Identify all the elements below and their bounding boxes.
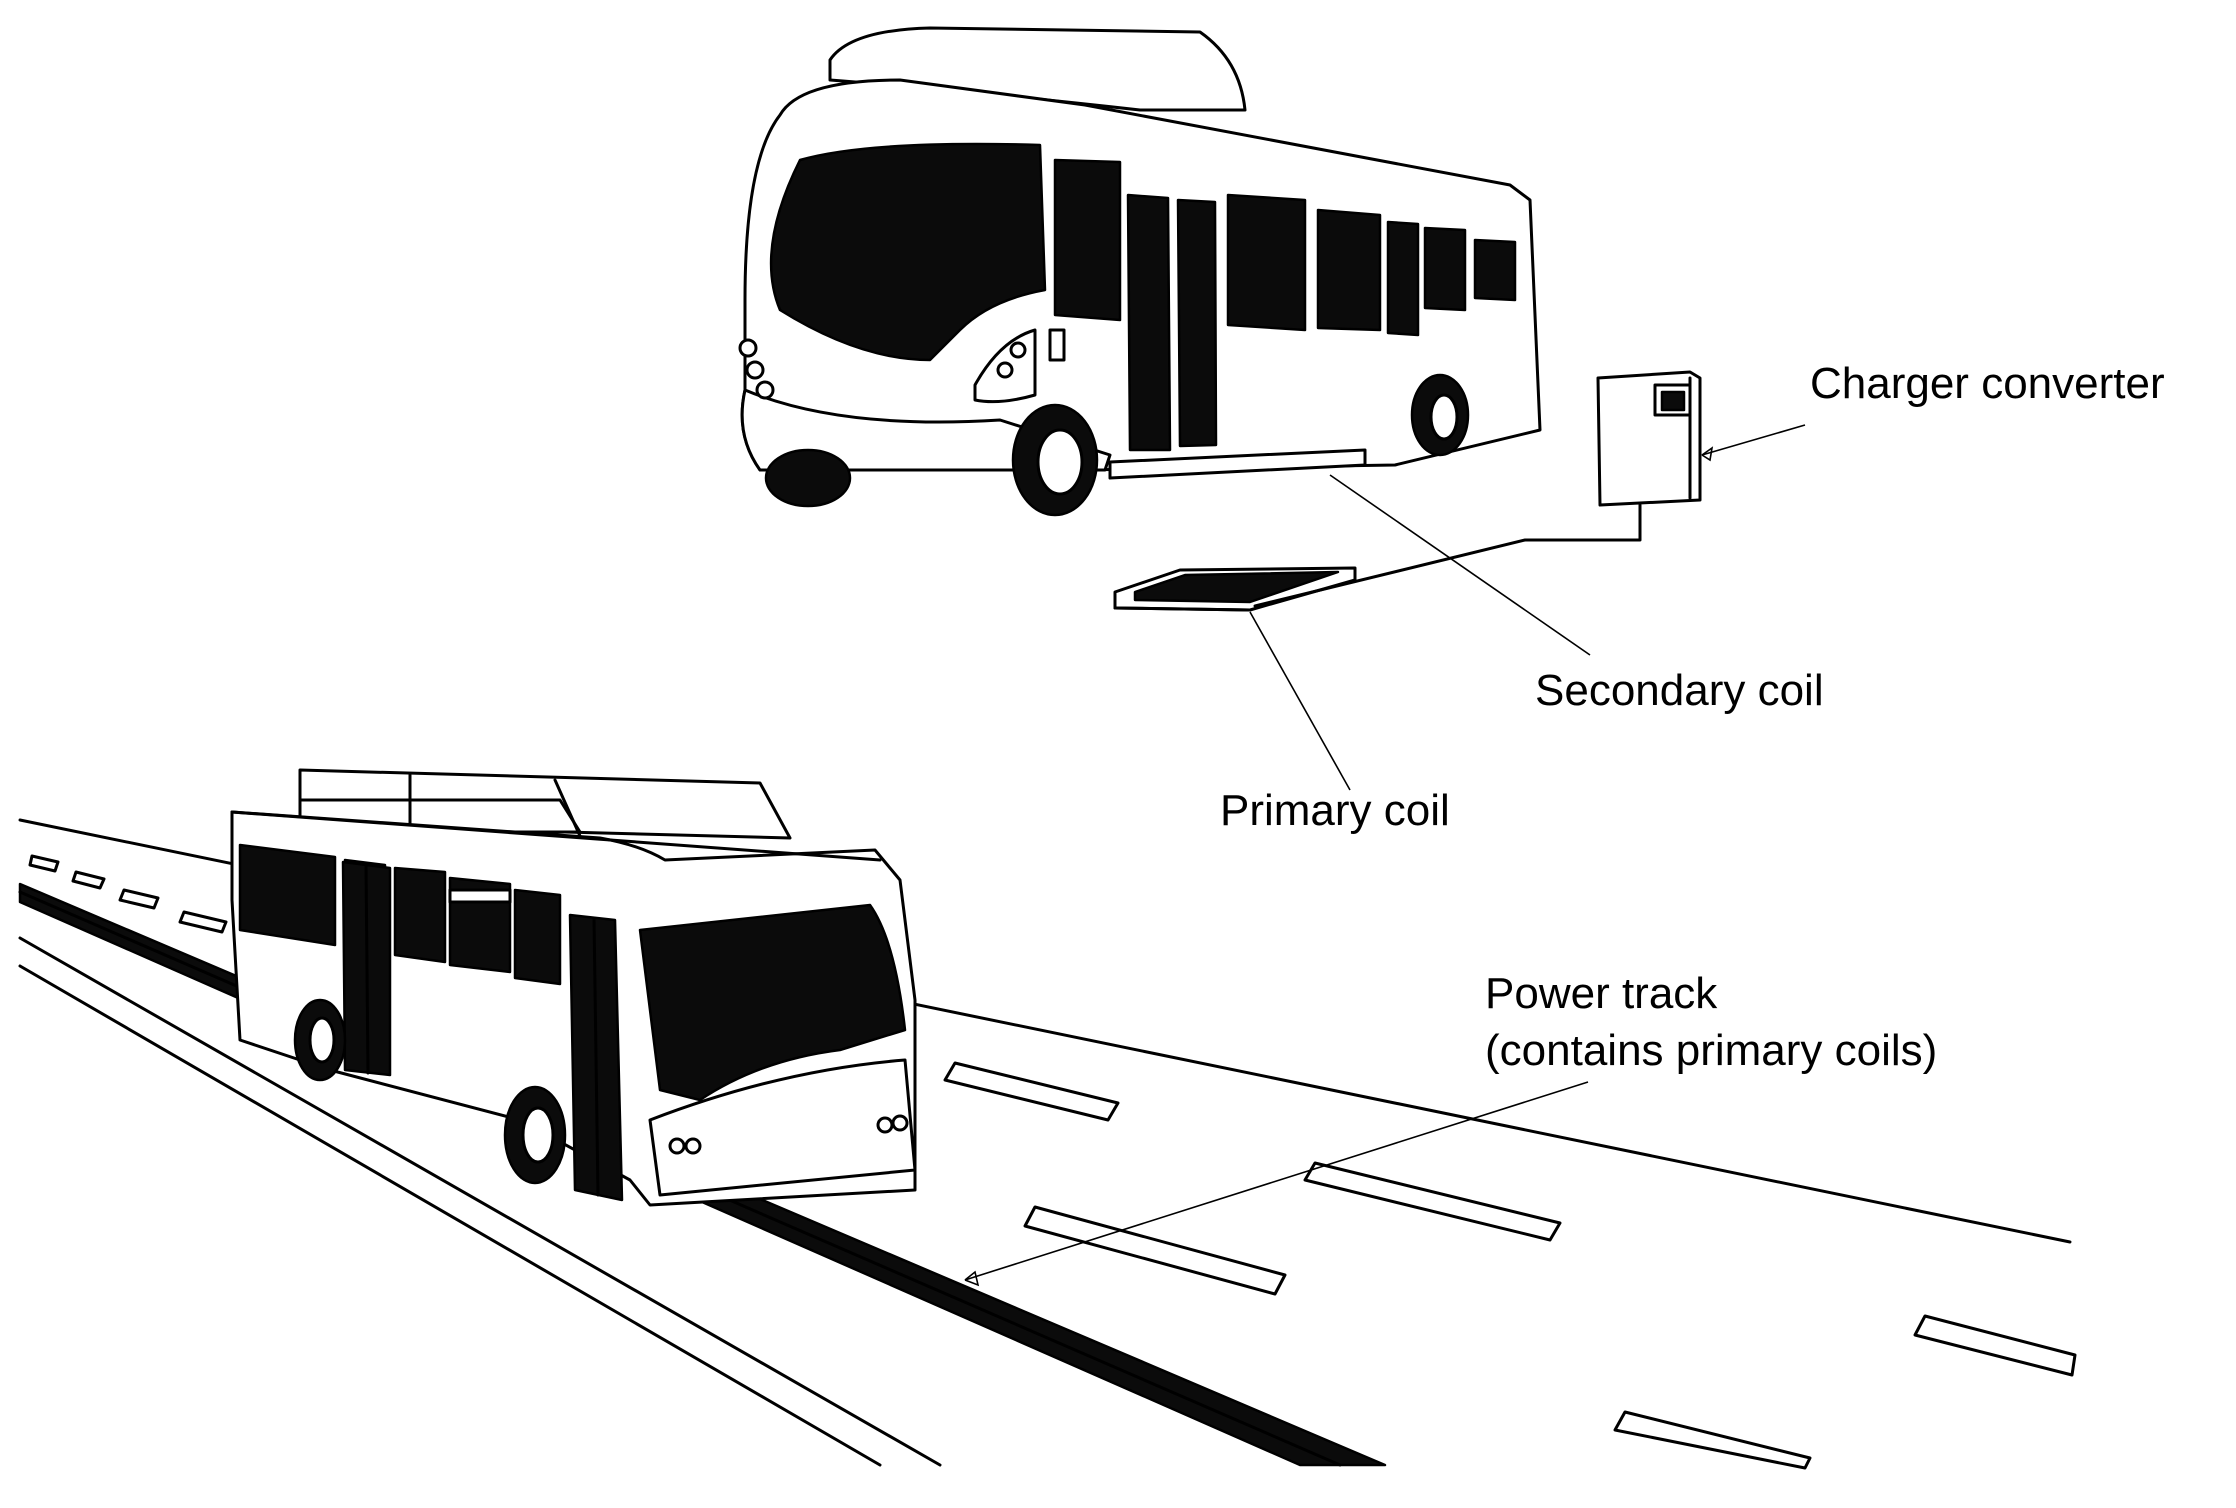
bus-on-road — [230, 768, 917, 1207]
road-near-edge-inner — [18, 936, 942, 1467]
leader-primary-coil — [1249, 611, 1351, 791]
top-bus-windscreen — [769, 142, 1047, 362]
label-secondary-coil: Secondary coil — [1535, 666, 1824, 715]
leader-charger-converter — [1701, 424, 1806, 456]
lane-dashes — [943, 1061, 2077, 1470]
bus-at-charger — [738, 26, 1542, 517]
label-primary-coil: Primary coil — [1220, 786, 1450, 835]
leader-power-track — [964, 1081, 1589, 1281]
bus-windscreen — [638, 903, 907, 1102]
leader-lines — [964, 424, 1806, 1287]
bus-headlights — [668, 1114, 909, 1155]
label-power-track-note: (contains primary coils) — [1485, 1026, 1937, 1075]
leader-secondary-coil — [1329, 474, 1591, 656]
label-charger-converter: Charger converter — [1810, 359, 2165, 408]
road-near-edge-outer — [18, 964, 882, 1467]
top-bus-wheels — [764, 373, 1470, 517]
charger-converter-box — [1596, 370, 1702, 507]
bus-wheels — [293, 998, 567, 1185]
secondary-coil-pad — [1108, 448, 1367, 480]
lane-dashes-far — [28, 854, 228, 934]
top-bus-headlights — [738, 328, 1066, 404]
primary-coil-pad — [1113, 566, 1357, 612]
charger-cable — [1253, 503, 1642, 608]
label-power-track: Power track — [1485, 969, 1718, 1018]
